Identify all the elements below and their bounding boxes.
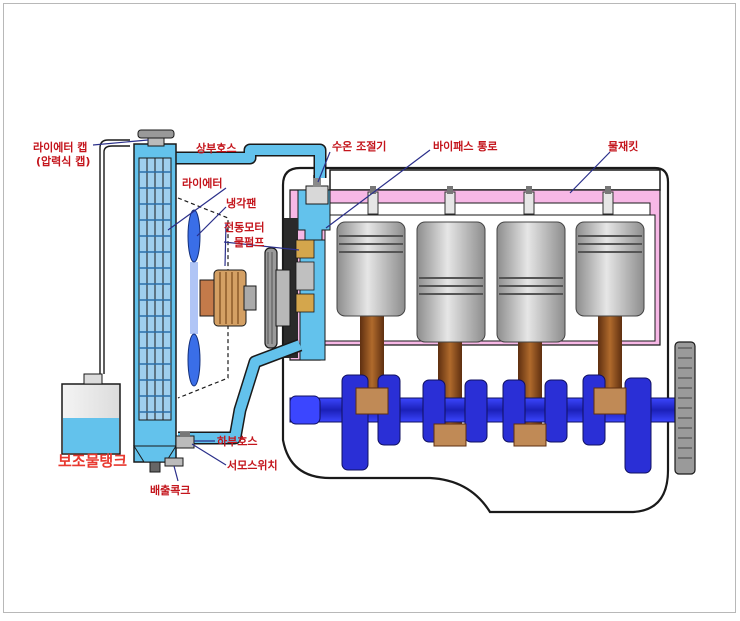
- reserve-tank: [61, 139, 130, 455]
- label-lower-hose: 하부호스: [217, 434, 257, 448]
- label-radiator: 라이에터: [182, 176, 222, 190]
- label-radiator-cap-sub: (압력식 캡): [36, 154, 90, 168]
- cylinders: [336, 221, 645, 430]
- electric-motor-icon: [199, 269, 257, 327]
- thermo-switch-icon: [175, 432, 195, 449]
- spark-plug-icon: [444, 186, 456, 215]
- label-drain-cock: 배출콕크: [150, 483, 190, 497]
- spark-plug-icon: [523, 186, 535, 215]
- label-upper-hose: 상부호스: [196, 141, 236, 155]
- upper-hose: [172, 143, 327, 178]
- lower-hose: [178, 338, 303, 445]
- crankshaft: [289, 374, 691, 474]
- label-electric-motor: 전동모터: [224, 220, 264, 234]
- spark-plugs: [367, 186, 614, 215]
- label-water-jacket: 물재킷: [608, 139, 638, 153]
- pulley: [264, 247, 291, 349]
- drain-cock-icon: [149, 457, 184, 473]
- piston-3: [496, 221, 566, 430]
- label-thermo-switch: 서모스위치: [227, 458, 278, 472]
- radiator-cap-icon: [137, 129, 175, 147]
- radiator: [133, 143, 177, 463]
- spark-plug-icon: [367, 186, 379, 215]
- flywheel-icon: [674, 341, 696, 475]
- labels: 라이에터 캡 (압력식 캡) 상부호스 수온 조절기 바이패스 통로 물재킷 라…: [33, 139, 638, 497]
- leader-lines: [92, 139, 611, 482]
- cooling-fan-icon: [187, 209, 201, 387]
- label-bypass: 바이패스 통로: [433, 139, 498, 153]
- label-cooling-fan: 냉각팬: [226, 196, 256, 210]
- piston-4: [575, 221, 645, 390]
- label-water-pump: 물펌프: [234, 235, 264, 249]
- label-reserve-tank: 보조물탱크: [58, 452, 127, 470]
- spark-plug-icon: [602, 186, 614, 215]
- label-thermostat: 수온 조절기: [332, 139, 386, 153]
- label-radiator-cap: 라이에터 캡: [33, 140, 87, 154]
